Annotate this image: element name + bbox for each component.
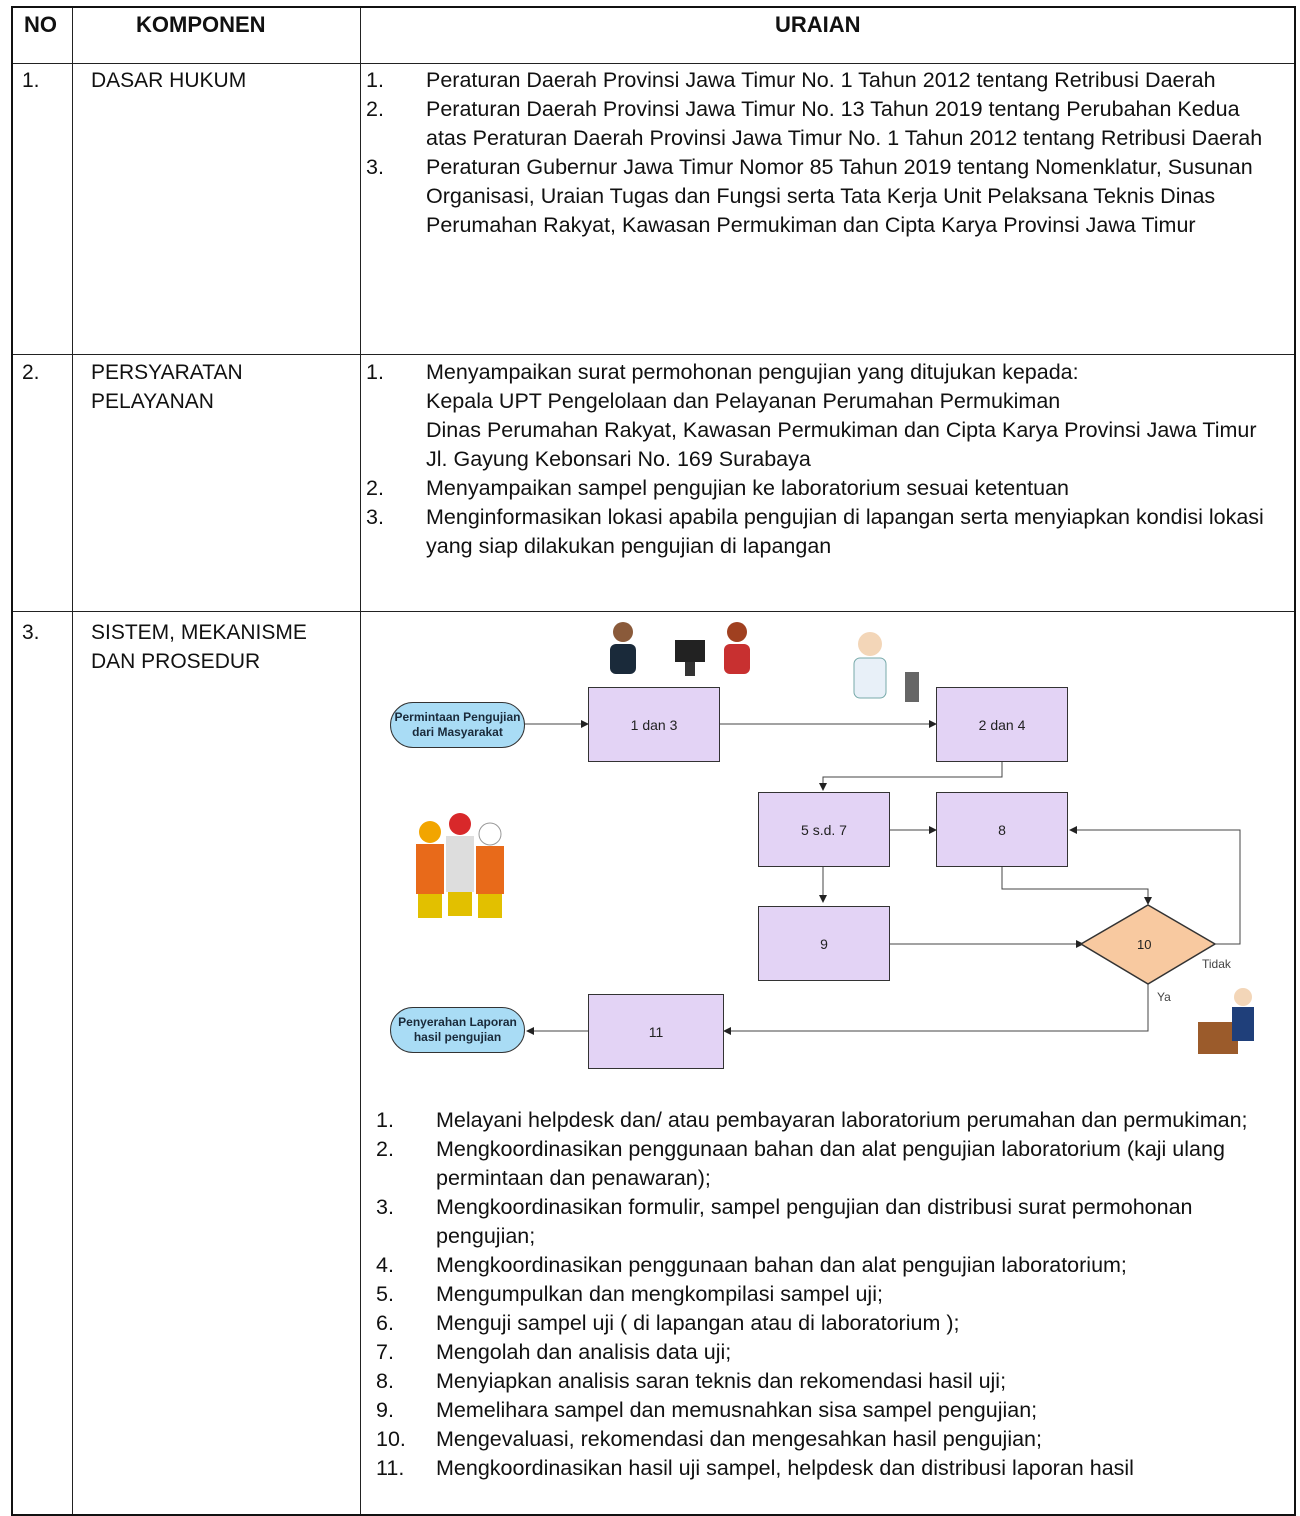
column-divider — [72, 8, 73, 1514]
process-box-1-and-3: 1 dan 3 — [588, 687, 720, 762]
list-item: 8.Menyiapkan analisis saran teknis dan r… — [376, 1369, 1007, 1393]
connector-lines — [495, 720, 1241, 1035]
flowchart-connectors — [416, 622, 1254, 1054]
list-item: 3.Peraturan Gubernur Jawa Timur Nomor 85… — [366, 155, 1253, 237]
end-node: Penyerahan Laporan hasil pengujian — [390, 1007, 525, 1053]
start-node: Permintaan Pengujian dari Masyarakat — [390, 702, 525, 748]
row-component: PERSYARATAN PELAYANAN — [91, 361, 243, 413]
list-item: 2.Mengkoordinasikan penggunaan bahan dan… — [376, 1137, 1225, 1190]
list-item: 2.Peraturan Daerah Provinsi Jawa Timur N… — [366, 97, 1263, 150]
legal-basis-list: 1.Peraturan Daerah Provinsi Jawa Timur N… — [366, 66, 1271, 240]
list-item: 4.Mengkoordinasikan penggunaan bahan dan… — [376, 1253, 1127, 1277]
row-number: 2. — [22, 361, 40, 384]
list-item: 1.Melayani helpdesk dan/ atau pembayaran… — [376, 1108, 1248, 1132]
list-item: 2.Menyampaikan sampel pengujian ke labor… — [366, 476, 1069, 500]
list-item: 9.Memelihara sampel dan memusnahkan sisa… — [376, 1398, 1038, 1422]
row-number: 3. — [22, 621, 40, 644]
list-item: 10.Mengevaluasi, rekomendasi dan mengesa… — [376, 1427, 1042, 1451]
decision-diamond — [1079, 904, 1217, 985]
addressee-line: Dinas Perumahan Rakyat, Kawasan Permukim… — [426, 418, 1257, 442]
row-number: 1. — [22, 69, 40, 92]
yes-branch-label: Ya — [1157, 990, 1171, 1004]
manager-desk-illustration — [1198, 988, 1254, 1054]
list-item: 1.Peraturan Daerah Provinsi Jawa Timur N… — [366, 68, 1216, 92]
scientist-illustration — [853, 632, 919, 702]
workers-illustration — [416, 813, 504, 918]
list-item: 11.Mengkoordinasikan hasil uji sampel, h… — [376, 1456, 1134, 1480]
decision-label: 10 — [1137, 937, 1152, 952]
list-item: 6.Menguji sampel uji ( di lapangan atau … — [376, 1311, 960, 1335]
header-uraian: URAIAN — [775, 12, 861, 37]
row-divider — [13, 354, 1294, 355]
process-box-8: 8 — [936, 792, 1068, 867]
row-component: DASAR HUKUM — [91, 69, 247, 92]
process-box-11: 11 — [588, 994, 724, 1069]
requirements-list: 1.Menyampaikan surat permohonan pengujia… — [366, 358, 1271, 561]
row-component: SISTEM, MEKANISME DAN PROSEDUR — [91, 621, 307, 673]
addressee-line: Kepala UPT Pengelolaan dan Pelayanan Per… — [426, 389, 1061, 413]
row-divider — [13, 611, 1294, 612]
list-item: 1.Menyampaikan surat permohonan pengujia… — [366, 360, 1257, 471]
helpdesk-illustration — [610, 622, 750, 676]
procedure-steps-list: 1.Melayani helpdesk dan/ atau pembayaran… — [376, 1106, 1271, 1483]
list-item: 3.Mengkoordinasikan formulir, sampel pen… — [376, 1195, 1193, 1248]
row-divider — [13, 63, 1294, 64]
process-box-2-and-4: 2 dan 4 — [936, 687, 1068, 762]
list-item: 5.Mengumpulkan dan mengkompilasi sampel … — [376, 1282, 883, 1306]
column-divider — [360, 8, 361, 1514]
process-box-9: 9 — [758, 906, 890, 981]
list-item: 7.Mengolah dan analisis data uji; — [376, 1340, 732, 1364]
list-item: 3.Menginformasikan lokasi apabila penguj… — [366, 505, 1264, 558]
header-no: NO — [24, 12, 57, 37]
process-box-5-to-7: 5 s.d. 7 — [758, 792, 890, 867]
no-branch-label: Tidak — [1202, 957, 1231, 971]
header-komponen: KOMPONEN — [136, 12, 266, 37]
address-line: Jl. Gayung Kebonsari No. 169 Surabaya — [426, 447, 811, 471]
procedure-flowchart: Permintaan Pengujian dari Masyarakat 1 d… — [360, 612, 1260, 1082]
